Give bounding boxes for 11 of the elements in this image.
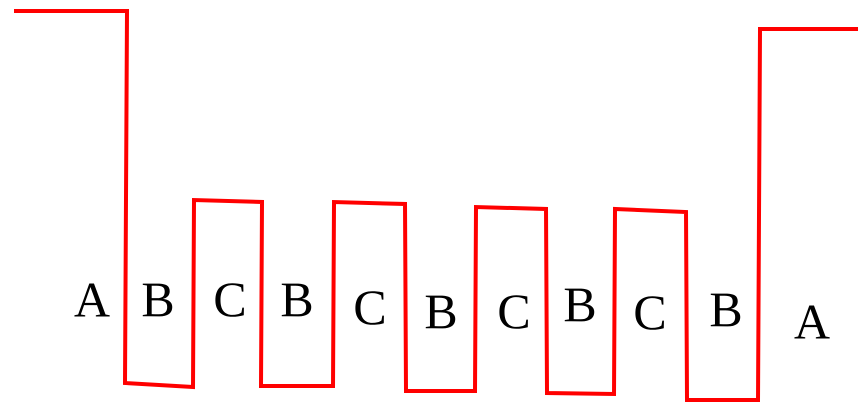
letter-label: A (794, 306, 830, 338)
letter-label: C (215, 283, 244, 317)
letter-label: B (282, 284, 312, 316)
letter-label: B (426, 296, 456, 328)
letter-label: C (355, 291, 384, 325)
letter-label: B (710, 294, 740, 326)
letter-label: C (635, 296, 664, 330)
letter-label: B (142, 284, 172, 316)
letter-label: A (74, 284, 110, 316)
letter-label: B (564, 288, 594, 322)
letter-label: C (499, 295, 528, 329)
